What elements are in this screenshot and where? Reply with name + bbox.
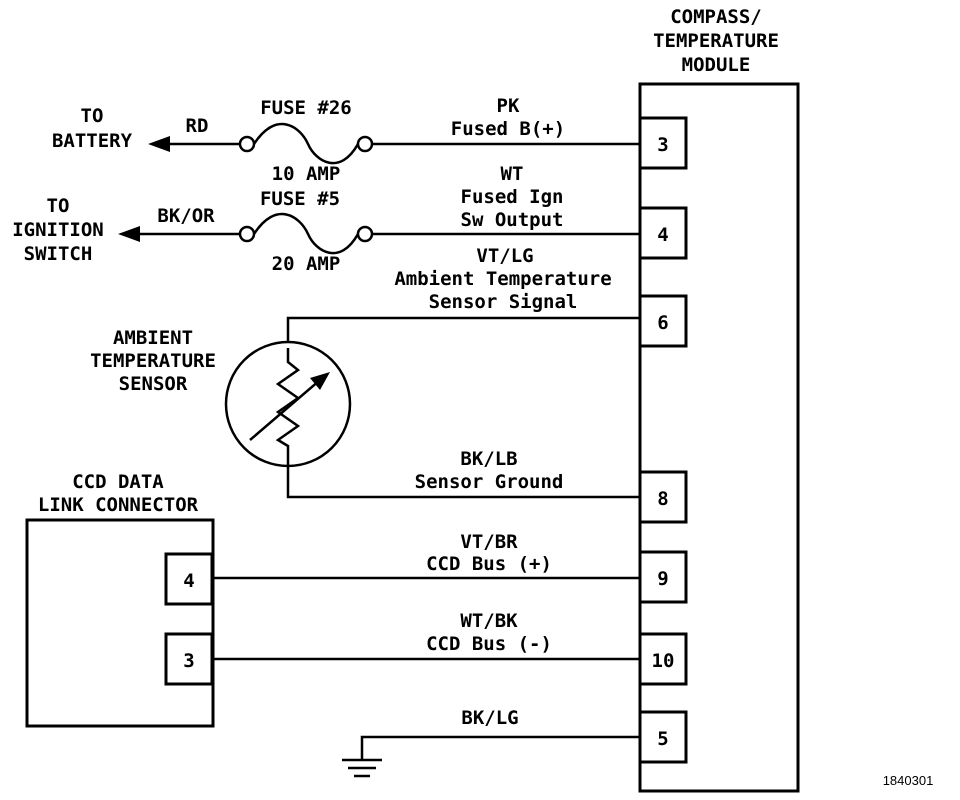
ccd-label-line-2: LINK CONNECTOR [38, 494, 199, 516]
fuse-5-left-terminal [238, 225, 256, 243]
figure-id: 1840301 [883, 773, 934, 788]
module-pin-10: 10 [652, 650, 675, 672]
ignition-label-line-2: IGNITION [12, 219, 104, 241]
module-pin-box-6 [638, 294, 688, 348]
module-ground: BK/LG [342, 707, 640, 778]
module-pin-box-3 [638, 116, 688, 170]
module-pin-box-4 [638, 206, 688, 260]
thermistor-arrow-icon [310, 372, 330, 390]
fuse-26-name: FUSE #26 [260, 97, 352, 119]
thermistor-variable-arrow [249, 379, 321, 441]
ccd-pin-box-3 [164, 632, 214, 686]
ccd-bus-plus-name: CCD Bus (+) [426, 553, 552, 575]
module-pin-3: 3 [657, 134, 668, 156]
ignition-circuit-name-line-1: Fused Ign [461, 186, 564, 208]
sensor-signal-color: VT/LG [476, 245, 533, 267]
ccd-pin-3: 3 [183, 650, 194, 672]
battery-label-line-1: TO [81, 105, 104, 127]
module-title-line-2: TEMPERATURE [653, 30, 779, 52]
ignition-wire-color: BK/OR [157, 205, 215, 227]
module-pin-box-10 [638, 632, 688, 686]
ccd-bus-minus-color: WT/BK [460, 610, 518, 632]
ignition-arrow-icon [118, 226, 140, 242]
fuse-5-name: FUSE #5 [260, 188, 340, 210]
ccd-pin-box-4 [164, 552, 214, 606]
module-pin-4: 4 [657, 224, 668, 246]
module-pin-8: 8 [657, 488, 668, 510]
sensor-ground-wire [286, 460, 640, 499]
battery-wire-color: RD [186, 115, 209, 137]
ignition-label-line-1: TO [47, 195, 70, 217]
sensor-signal-wire [286, 316, 640, 348]
sensor-signal-name-line-2: Sensor Signal [429, 291, 578, 313]
battery-circuit: TO BATTERY RD FUSE #26 10 AMP PK Fused B… [52, 95, 640, 185]
module-pin-box-8 [638, 470, 688, 524]
ignition-circuit-name-line-2: Sw Output [461, 209, 564, 231]
sensor-signal-name-line-1: Ambient Temperature [394, 268, 611, 290]
fuse-5-right-terminal [356, 225, 374, 243]
ignition-circuit: TO IGNITION SWITCH BK/OR FUSE #5 20 AMP … [12, 163, 640, 275]
ccd-pin-4: 4 [183, 570, 194, 592]
ccd-bus-minus-name: CCD Bus (-) [426, 633, 552, 655]
module-pin-5: 5 [657, 728, 668, 750]
fuse-26-right-terminal [356, 135, 374, 153]
module-title-line-3: MODULE [682, 54, 751, 76]
ground-wire [360, 735, 640, 760]
ccd-data-link-connector: CCD DATA LINK CONNECTOR 4 3 VT/BR CCD Bu… [25, 471, 640, 728]
compass-temperature-module: COMPASS/ TEMPERATURE MODULE 3 4 6 8 9 10… [638, 6, 800, 793]
ccd-bus-plus-color: VT/BR [460, 531, 518, 553]
sensor-ground-name: Sensor Ground [415, 471, 564, 493]
sensor-label-line-3: SENSOR [119, 373, 188, 395]
ccd-connector-body [25, 518, 215, 728]
sensor-ground-color: BK/LB [460, 448, 517, 470]
battery-circuit-name: Fused B(+) [451, 118, 565, 140]
module-pin-9: 9 [657, 568, 668, 590]
sensor-label-line-1: AMBIENT [113, 327, 193, 349]
module-pin-6: 6 [657, 312, 668, 334]
fuse-26-icon [252, 122, 360, 165]
ground-wire-color: BK/LG [461, 707, 518, 729]
battery-circuit-color: PK [497, 95, 520, 117]
sensor-label-line-2: TEMPERATURE [90, 350, 216, 372]
ignition-circuit-color: WT [501, 163, 524, 185]
battery-label-line-2: BATTERY [52, 130, 133, 152]
battery-arrow-icon [148, 136, 170, 152]
fuse-5-icon [252, 212, 360, 255]
fuse-26-left-terminal [238, 135, 256, 153]
thermistor-resistor-icon [275, 348, 301, 460]
ignition-label-line-3: SWITCH [24, 243, 93, 265]
module-title-line-1: COMPASS/ [670, 6, 762, 28]
ground-icon [342, 758, 382, 778]
ambient-temperature-sensor: AMBIENT TEMPERATURE SENSOR VT/LG Ambient… [90, 245, 640, 499]
fuse-26-rating: 10 AMP [272, 163, 341, 185]
fuse-5-rating: 20 AMP [272, 253, 341, 275]
ccd-label-line-1: CCD DATA [72, 471, 164, 493]
